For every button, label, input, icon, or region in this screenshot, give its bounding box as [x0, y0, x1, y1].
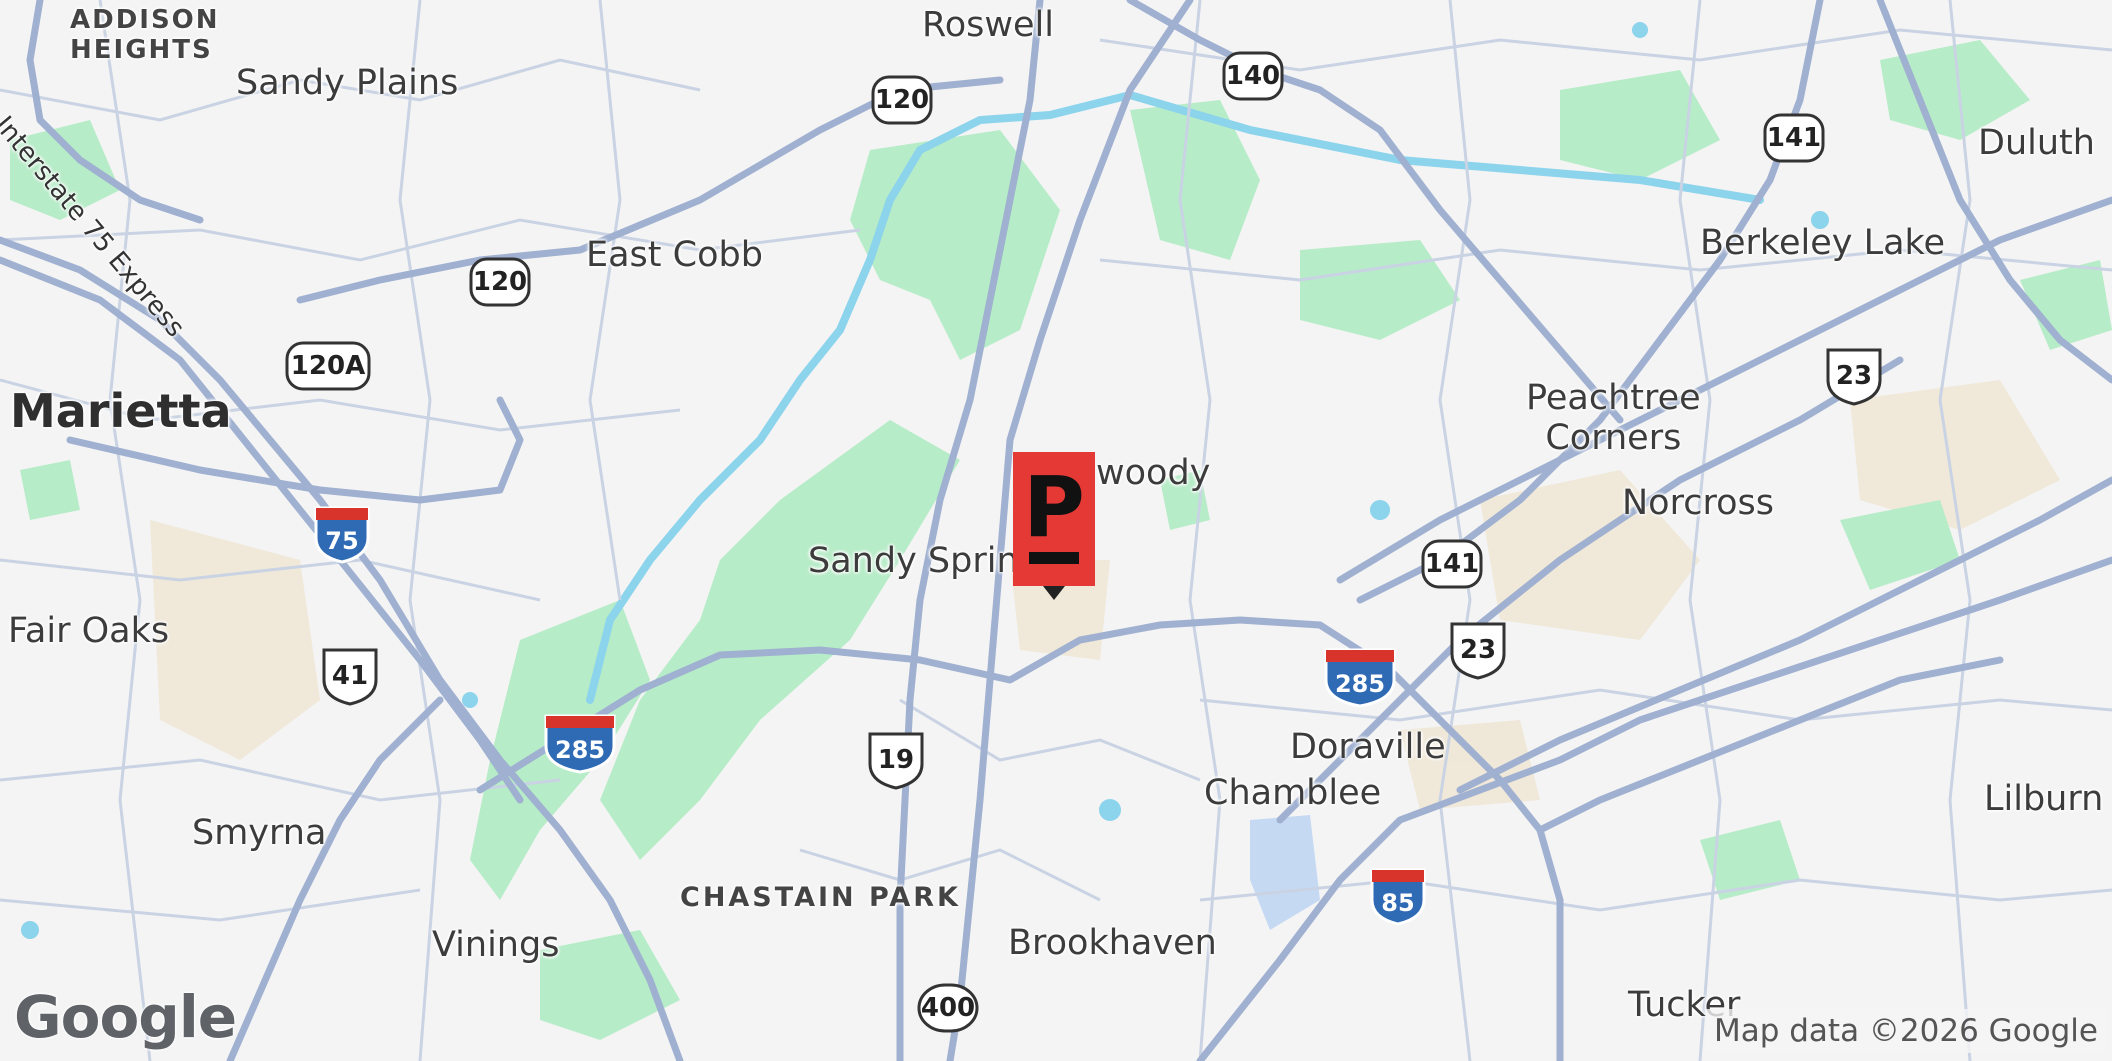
- parking-marker-icon: P: [1013, 452, 1095, 600]
- place-label-sandy-springs: Sandy Sprin: [808, 541, 1019, 581]
- route-shield-sr-400: 400: [916, 982, 980, 1034]
- route-shield-us-23-south: 23: [1446, 620, 1510, 680]
- route-shield-sr-120-east-cobb: 120: [468, 256, 532, 308]
- google-logo[interactable]: Google: [14, 983, 237, 1051]
- route-shield-sr-120: 120: [870, 74, 934, 126]
- place-label-roswell: Roswell: [922, 5, 1055, 45]
- route-shield-us-19: 19: [864, 730, 928, 790]
- place-label-doraville: Doraville: [1290, 727, 1446, 767]
- place-label-norcross: Norcross: [1622, 483, 1774, 523]
- route-shield-i-75: 75: [310, 504, 374, 564]
- place-label-fair-oaks: Fair Oaks: [8, 611, 170, 651]
- route-shield-i-85: 85: [1366, 866, 1430, 926]
- route-shield-i-285-west: 285: [540, 712, 620, 774]
- map-attribution[interactable]: Map data ©2026 Google: [1705, 1009, 2106, 1053]
- place-label-dunwoody: woody: [1096, 453, 1211, 493]
- svg-text:P: P: [1023, 458, 1085, 556]
- route-shield-sr-140: 140: [1221, 50, 1285, 102]
- place-label-berkeley-lake: Berkeley Lake: [1700, 223, 1946, 263]
- route-shield-sr-141: 141: [1762, 112, 1826, 164]
- place-label-lilburn: Lilburn: [1984, 779, 2104, 819]
- place-label-chamblee: Chamblee: [1204, 773, 1382, 813]
- place-label-duluth: Duluth: [1978, 123, 2095, 163]
- route-shield-sr-120a: 120A: [284, 340, 372, 392]
- route-shield-i-285-east: 285: [1320, 646, 1400, 708]
- place-label-brookhaven: Brookhaven: [1008, 923, 1217, 963]
- place-label-east-cobb: East Cobb: [586, 235, 763, 275]
- parking-marker[interactable]: P: [1013, 452, 1095, 604]
- place-label-peachtree-corners: Peachtree Corners: [1526, 378, 1701, 459]
- water-bodies: [21, 22, 1829, 939]
- place-label-vinings: Vinings: [432, 925, 560, 965]
- place-label-marietta: Marietta: [10, 384, 232, 438]
- place-label-sandy-plains: Sandy Plains: [236, 63, 459, 103]
- place-label-chastain-park: CHASTAIN PARK: [680, 882, 961, 913]
- place-label-addison-heights: ADDISON HEIGHTS: [70, 5, 220, 65]
- route-shield-us-23-north: 23: [1822, 346, 1886, 406]
- route-shield-sr-141-south: 141: [1420, 538, 1484, 590]
- chattahoochee-river: [586, 91, 1764, 704]
- place-label-smyrna: Smyrna: [192, 813, 327, 853]
- route-shield-us-41: 41: [318, 646, 382, 706]
